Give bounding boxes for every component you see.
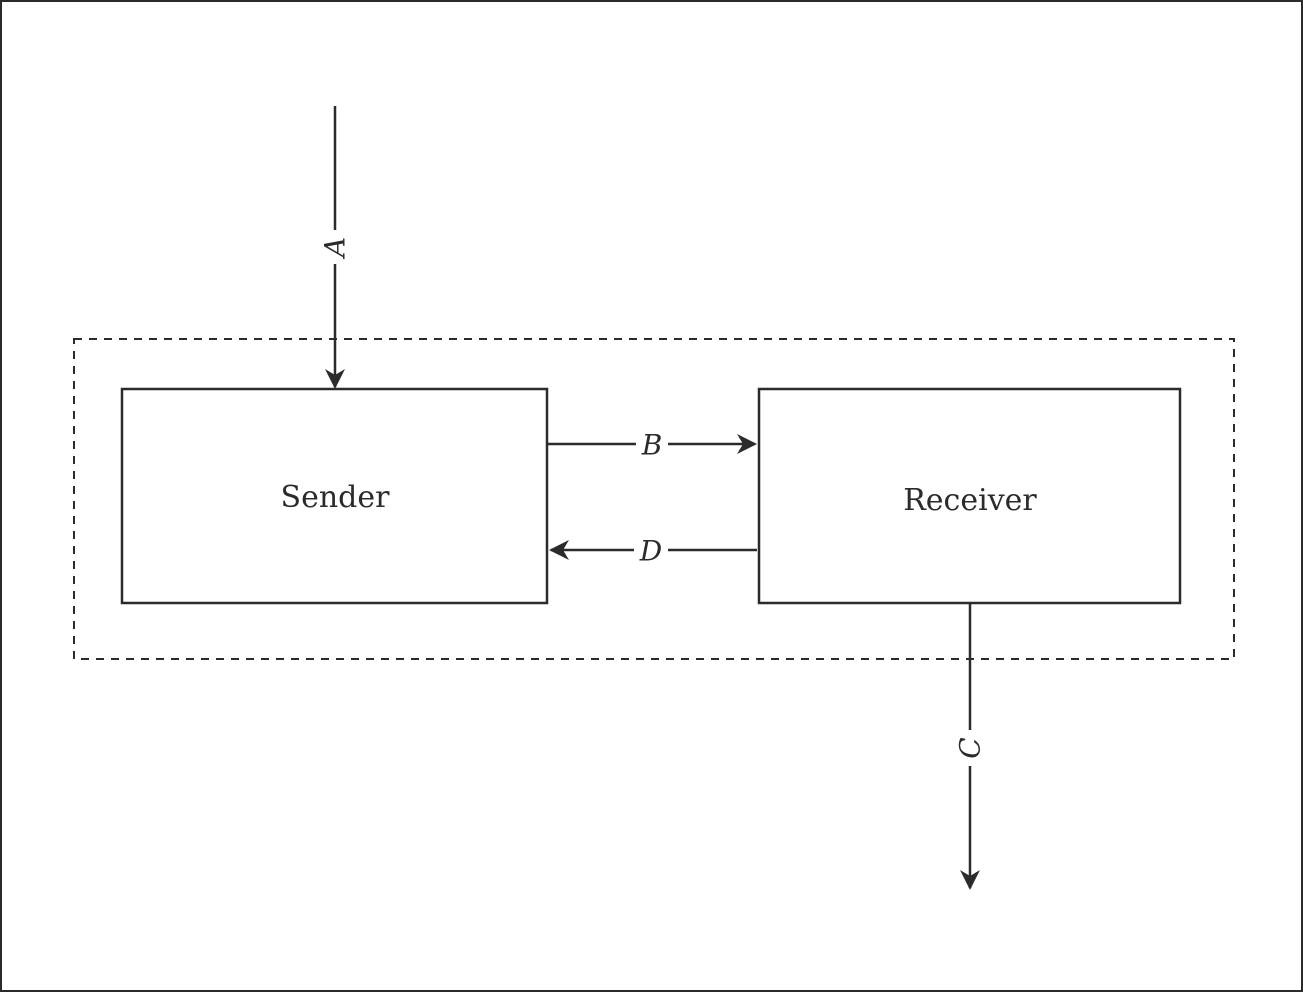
edge-d-label: D — [639, 535, 662, 568]
system-boundary — [73, 338, 1235, 660]
edge-a-label-bg — [320, 230, 350, 264]
edge-d-label-bg — [634, 534, 668, 566]
edge-b-label-bg — [636, 428, 668, 460]
edge-a-label: A — [319, 237, 352, 260]
edge-c-label: C — [954, 737, 987, 758]
edge-c-label-bg — [955, 730, 985, 766]
sender-block — [120, 387, 549, 605]
sender-label: Sender — [281, 480, 391, 515]
edge-b-label: B — [641, 429, 663, 462]
receiver-label: Receiver — [903, 483, 1037, 518]
receiver-block — [757, 387, 1182, 605]
